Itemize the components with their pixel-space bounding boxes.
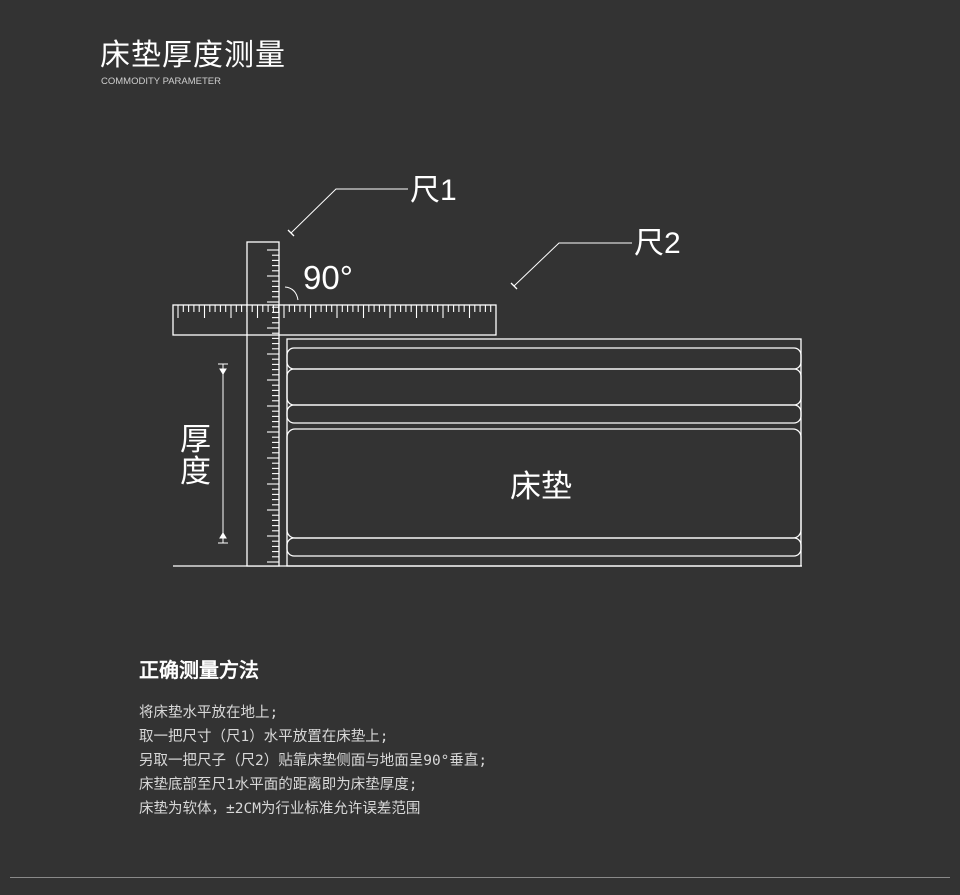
horizontal-ruler	[172, 304, 497, 336]
method-step: 床垫为软体，±2CM为行业标准允许误差范围	[139, 801, 421, 817]
page-subtitle: COMMODITY PARAMETER	[101, 76, 221, 87]
ruler2-label: 尺2	[634, 227, 681, 260]
thickness-label-1: 厚	[180, 422, 211, 457]
mattress	[286, 338, 802, 567]
mattress-outline	[286, 338, 802, 567]
method-steps: 将床垫水平放在地上; 取一把尺寸（尺1）水平放置在床垫上; 另取一把尺子（尺2）…	[139, 701, 487, 821]
horizontal-ruler-ticks	[177, 305, 492, 318]
mattress-layer-3	[286, 404, 802, 424]
method-step: 取一把尺寸（尺1）水平放置在床垫上;	[139, 729, 389, 745]
ruler2-leader-line	[513, 242, 632, 287]
bottom-divider	[10, 877, 950, 878]
ruler1-label: 尺1	[410, 174, 457, 207]
right-angle-arc	[284, 286, 299, 301]
page-title: 床垫厚度测量	[100, 38, 286, 73]
method-step: 将床垫水平放在地上;	[139, 705, 279, 721]
vertical-ruler-ticks	[267, 249, 279, 563]
mattress-layer-2	[286, 368, 802, 406]
thickness-dimension	[218, 363, 228, 544]
ruler1-leader-tip	[287, 229, 295, 237]
vertical-ruler	[246, 241, 280, 567]
horizontal-ruler-frame	[172, 304, 497, 336]
mattress-label: 床垫	[510, 469, 572, 504]
thickness-label-2: 度	[180, 454, 211, 489]
measurement-diagram: 尺1 尺2 90° 厚 度 床垫	[172, 174, 802, 567]
method-step: 床垫底部至尺1水平面的距离即为床垫厚度;	[139, 777, 418, 793]
ruler1-leader-line	[290, 188, 408, 234]
angle-label: 90°	[303, 259, 353, 296]
vertical-ruler-frame	[246, 241, 280, 567]
method-step: 另取一把尺子（尺2）贴靠床垫侧面与地面呈90°垂直;	[139, 753, 488, 769]
mattress-layer-5	[286, 537, 802, 557]
method-title: 正确测量方法	[139, 658, 259, 682]
ruler2-leader-tip	[510, 282, 518, 290]
mattress-layer-1	[286, 347, 802, 370]
